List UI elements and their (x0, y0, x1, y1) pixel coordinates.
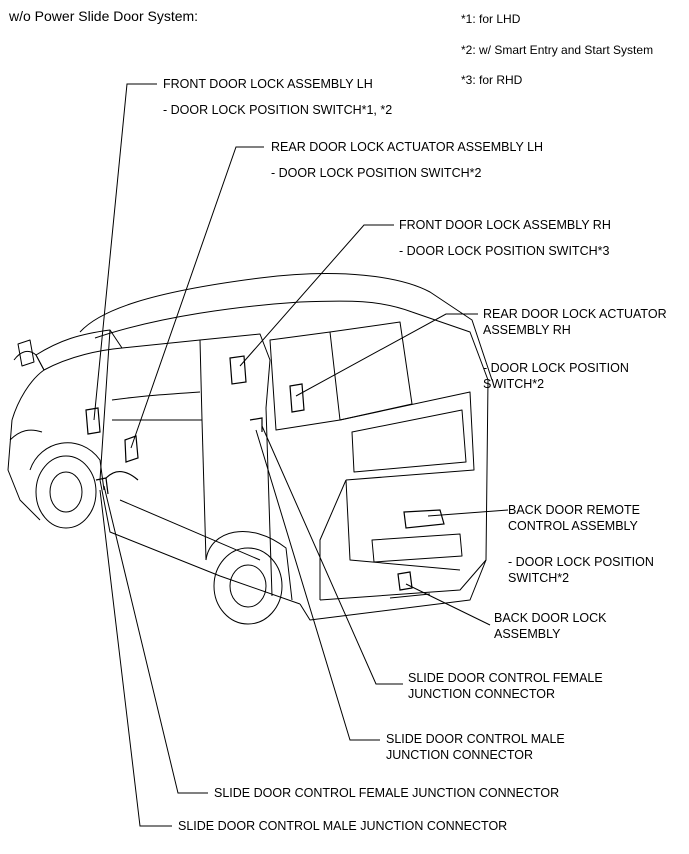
note-rhd: *3: for RHD (461, 73, 523, 87)
note-smart-entry: *2: w/ Smart Entry and Start System (461, 43, 654, 57)
leader-front-lh (93, 83, 157, 421)
label-rear-door-lock-lh-switch: - DOOR LOCK POSITION SWITCH*2 (271, 166, 482, 180)
label-slide-female-junction-right-1: SLIDE DOOR CONTROL FEMALE (408, 671, 603, 685)
component-parts (85, 355, 445, 591)
label-back-door-remote-2: CONTROL ASSEMBLY (508, 519, 638, 533)
label-rear-door-lock-rh-1: REAR DOOR LOCK ACTUATOR (483, 307, 667, 321)
label-slide-male-junction-right-2: JUNCTION CONNECTOR (386, 748, 533, 762)
label-slide-female-junction-left: SLIDE DOOR CONTROL FEMALE JUNCTION CONNE… (214, 786, 560, 800)
leader-slide-male-l (99, 489, 172, 827)
label-back-door-lock-2: ASSEMBLY (494, 627, 561, 641)
label-rear-door-lock-lh: REAR DOOR LOCK ACTUATOR ASSEMBLY LH (271, 140, 544, 154)
leader-slide-female-r (261, 425, 403, 685)
label-slide-male-junction-right-1: SLIDE DOOR CONTROL MALE (386, 732, 565, 746)
label-slide-male-junction-left: SLIDE DOOR CONTROL MALE JUNCTION CONNECT… (178, 819, 508, 833)
label-rear-door-lock-rh-2: ASSEMBLY RH (483, 323, 571, 337)
leader-lines (93, 83, 509, 827)
van-body (7, 273, 493, 625)
label-front-door-lock-rh-switch: - DOOR LOCK POSITION SWITCH*3 (399, 244, 610, 258)
note-lhd: *1: for LHD (461, 12, 521, 26)
leader-back-remote (427, 509, 509, 517)
label-rear-door-lock-rh-switch-2: SWITCH*2 (483, 377, 545, 391)
label-front-door-lock-lh: FRONT DOOR LOCK ASSEMBLY LH (163, 77, 373, 91)
diagram-title: w/o Power Slide Door System: (9, 8, 199, 24)
leader-rear-rh (295, 313, 478, 397)
leader-rear-lh (130, 146, 264, 449)
leader-slide-male-r (255, 429, 380, 741)
leader-slide-female-l (103, 485, 208, 794)
label-back-door-remote-1: BACK DOOR REMOTE (508, 503, 640, 517)
label-front-door-lock-lh-switch: - DOOR LOCK POSITION SWITCH*1, *2 (163, 103, 393, 117)
label-front-door-lock-rh: FRONT DOOR LOCK ASSEMBLY RH (399, 218, 611, 232)
leader-back-lock (405, 583, 491, 626)
label-back-door-remote-switch-1: - DOOR LOCK POSITION (508, 555, 654, 569)
label-back-door-lock-1: BACK DOOR LOCK (494, 611, 607, 625)
label-slide-female-junction-right-2: JUNCTION CONNECTOR (408, 687, 555, 701)
label-rear-door-lock-rh-switch-1: - DOOR LOCK POSITION (483, 361, 629, 375)
label-back-door-remote-switch-2: SWITCH*2 (508, 571, 570, 585)
leader-front-rh (239, 224, 394, 367)
